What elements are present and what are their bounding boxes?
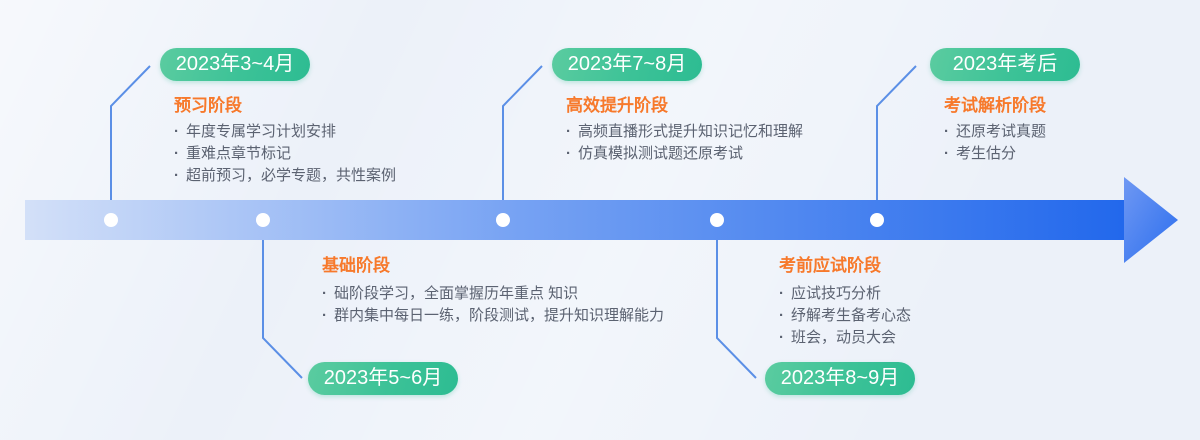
bullet-item: 重难点章节标记 [174, 143, 396, 165]
bullet-item: 年度专属学习计划安排 [174, 121, 396, 143]
connector-phase-5 [876, 65, 917, 200]
connector-phase-4 [716, 240, 757, 379]
phase-bullet-list: 高频直播形式提升知识记忆和理解 仿真模拟测试题还原考试 [566, 121, 803, 165]
milestone-dot-3 [496, 213, 510, 227]
phase-bullet-list: 应试技巧分析 纾解考生备考心态 班会，动员大会 [779, 283, 911, 349]
phase-block-preview: 2023年3~4月 预习阶段 年度专属学习计划安排 重难点章节标记 超前预习，必… [160, 48, 396, 187]
period-badge: 2023年考后 [930, 48, 1080, 81]
connector-phase-2 [262, 240, 303, 379]
phase-block-post-exam: 2023年考后 考试解析阶段 还原考试真题 考生估分 [930, 48, 1080, 165]
bullet-item: 仿真模拟测试题还原考试 [566, 143, 803, 165]
period-badge: 2023年5~6月 [308, 362, 458, 395]
bullet-item: 应试技巧分析 [779, 283, 911, 305]
connector-phase-1 [110, 65, 151, 200]
period-badge: 2023年7~8月 [552, 48, 702, 81]
bullet-item: 群内集中每日一练，阶段测试，提升知识理解能力 [322, 305, 664, 327]
phase-block-improve: 2023年7~8月 高效提升阶段 高频直播形式提升知识记忆和理解 仿真模拟测试题… [552, 48, 803, 165]
phase-title: 预习阶段 [174, 96, 242, 115]
milestone-dot-2 [256, 213, 270, 227]
bullet-item: 超前预习，必学专题，共性案例 [174, 165, 396, 187]
timeline-bar [25, 200, 1125, 240]
milestone-dot-4 [710, 213, 724, 227]
phase-block-pre-exam: 考前应试阶段 应试技巧分析 纾解考生备考心态 班会，动员大会 2023年8~9月 [765, 252, 915, 402]
phase-title: 考前应试阶段 [779, 256, 881, 275]
phase-bullet-list: 还原考试真题 考生估分 [944, 121, 1080, 165]
phase-bullet-list: 年度专属学习计划安排 重难点章节标记 超前预习，必学专题，共性案例 [174, 121, 396, 187]
connector-phase-3 [502, 65, 543, 200]
bullet-item: 础阶段学习，全面掌握历年重点 知识 [322, 283, 664, 305]
period-badge: 2023年8~9月 [765, 362, 915, 395]
period-badge: 2023年3~4月 [160, 48, 310, 81]
timeline-arrowhead-icon [1124, 177, 1178, 263]
phase-title: 考试解析阶段 [944, 96, 1046, 115]
bullet-item: 高频直播形式提升知识记忆和理解 [566, 121, 803, 143]
bullet-item: 纾解考生备考心态 [779, 305, 911, 327]
phase-title: 高效提升阶段 [566, 96, 668, 115]
milestone-dot-5 [870, 213, 884, 227]
phase-bullet-list: 础阶段学习，全面掌握历年重点 知识 群内集中每日一练，阶段测试，提升知识理解能力 [322, 283, 664, 327]
bullet-item: 还原考试真题 [944, 121, 1080, 143]
phase-block-basic: 基础阶段 础阶段学习，全面掌握历年重点 知识 群内集中每日一练，阶段测试，提升知… [308, 252, 664, 402]
phase-title: 基础阶段 [322, 256, 390, 275]
milestone-dot-1 [104, 213, 118, 227]
bullet-item: 班会，动员大会 [779, 327, 911, 349]
bullet-item: 考生估分 [944, 143, 1080, 165]
